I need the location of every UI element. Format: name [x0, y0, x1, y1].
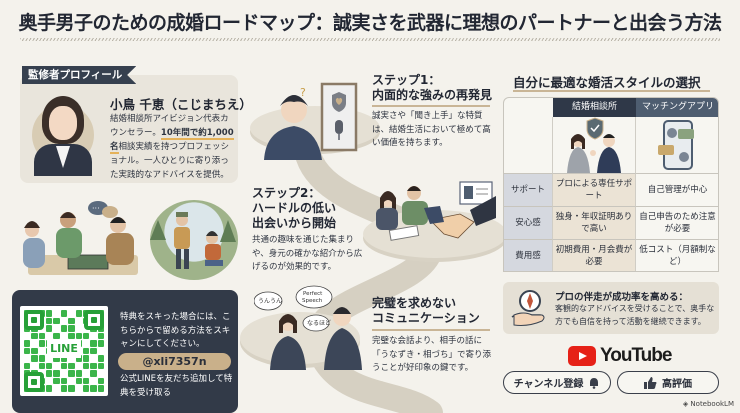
row-label-cost: 費用感	[504, 239, 553, 271]
step1-title: ステップ1：内面的な強みの再発見	[372, 73, 493, 102]
agency-couple-illustration	[553, 117, 636, 173]
compass-hand-icon	[511, 290, 545, 326]
bell-icon	[590, 377, 599, 389]
profile-description: 結婚相談所アイビジョン代表カウンセラー。10年間で約1,000名相談実績を持つプ…	[110, 114, 234, 180]
table-image-empty	[504, 117, 553, 173]
title-divider	[20, 38, 720, 41]
app-safety: 自己申告のため注意が必要	[636, 206, 718, 239]
app-cost: 低コスト（月額制など）	[636, 239, 718, 271]
tip-description: 客観的なアドバイスを受けることで、奥手な方でも自信を持って活動を継続できます。	[555, 304, 715, 326]
tip-card	[503, 282, 719, 334]
step3-title: 完璧を求めないコミュニケーション	[372, 296, 480, 325]
matching-app-illustration	[636, 117, 718, 173]
step3-description: 完璧な会話より、相手の話に「うなずき・相づち」で寄り添うことが好印象の鍵です。	[372, 336, 492, 373]
youtube-logo: YouTube	[568, 345, 672, 367]
qr-finder-top-left	[24, 310, 44, 330]
step2-handshake-illustration	[376, 181, 496, 241]
svg-text:なるほど: なるほど	[307, 319, 331, 327]
notebooklm-watermark: ◈ NotebookLM	[682, 400, 734, 408]
bubble-unun: うんうん	[258, 298, 282, 305]
avatar	[28, 92, 98, 176]
thumbs-up-icon	[644, 376, 657, 389]
row-label-safety: 安心感	[504, 206, 553, 239]
profile-tag: 監修者プロフィール	[22, 66, 137, 84]
table-header-agency: 結婚相談所	[553, 98, 636, 117]
row-label-support: サポート	[504, 173, 553, 206]
step1-description: 誠実さや「聞き上手」な特質は、結婚生活において極めて高い価値を持ちます。	[372, 111, 491, 148]
step2-description: 共通の趣味を通じた集まりや、身元の確かな紹介から広げるのが効果的です。	[252, 235, 363, 272]
svg-text:?: ?	[300, 86, 306, 99]
subscribe-label: チャンネル登録	[513, 379, 584, 390]
svg-text:Speech: Speech	[302, 298, 323, 304]
agency-cost: 初期費用・月会費が必要	[553, 239, 636, 271]
like-label: 高評価	[662, 379, 692, 390]
app-support: 自己管理が中心	[636, 173, 718, 206]
step1-mirror-illustration: ?	[264, 82, 358, 160]
profile-name: 小鳥 千恵（こじまちえ）	[110, 97, 252, 112]
tip-title: プロの伴走が成功率を高める：	[555, 292, 689, 303]
youtube-play-icon	[568, 346, 596, 366]
line-handle-badge[interactable]: @xli7357n	[118, 353, 231, 370]
line-instruction-text: 特典をスキった場合には、こちらからで留める方法をスキャンにしてください。	[120, 312, 231, 349]
comparison-title: 自分に最適な婚活スタイルの選択	[513, 75, 701, 90]
page-title: 奥手男子のための成婚ロードマップ：誠実さを武器に理想のパートナーと出会う方法	[18, 12, 722, 34]
profile-highlight: 10年間で約1,000名	[110, 128, 234, 154]
qr-finder-bottom-left	[24, 372, 44, 392]
agency-safety: 独身・年収証明ありで高い	[553, 206, 636, 239]
comparison-table: 結婚相談所 マッチングアプリ サポート プロによる	[503, 97, 719, 272]
step3-underline	[372, 329, 490, 331]
hiking-illustration	[150, 200, 238, 280]
comparison-title-underline	[513, 90, 710, 92]
svg-text:···: ···	[92, 204, 100, 213]
like-button[interactable]: 高評価	[617, 371, 719, 394]
line-add-friend-text: 公式LINEを友だち追加して特典を受け取る	[120, 374, 233, 398]
table-header-app: マッチングアプリ	[636, 98, 718, 117]
qr-line-label: LINE	[47, 340, 81, 358]
svg-text:Perfect: Perfect	[303, 291, 323, 297]
table-header-empty	[504, 98, 553, 117]
board-game-illustration: ···	[23, 201, 138, 275]
step1-underline	[372, 105, 490, 107]
qr-finder-top-right	[84, 310, 104, 330]
subscribe-button[interactable]: チャンネル登録	[503, 371, 611, 394]
youtube-logo-text: YouTube	[600, 345, 672, 366]
agency-support: プロによる専任サポート	[553, 173, 636, 206]
step2-title: ステップ2：ハードルの低い出会いから開始	[252, 186, 337, 230]
